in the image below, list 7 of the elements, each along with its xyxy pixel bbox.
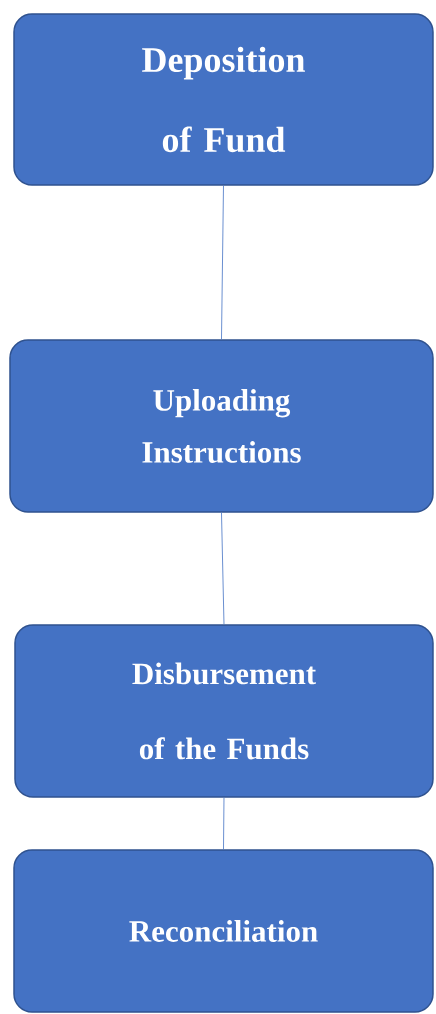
connector-line	[223, 797, 225, 850]
process-box: Reconciliation	[13, 849, 434, 1013]
process-box: Uploading Instructions	[9, 339, 434, 513]
process-box: Disbursement of the Funds	[14, 624, 434, 798]
connector-line	[221, 185, 224, 340]
connector-line	[221, 512, 225, 625]
process-box: Deposition of Fund	[13, 13, 434, 186]
